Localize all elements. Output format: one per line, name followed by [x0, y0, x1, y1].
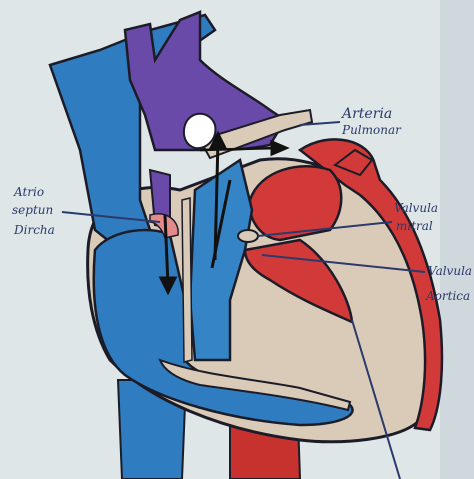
mitral-valve-ring [238, 230, 258, 242]
label-atrio-septum-1: Atrio [13, 185, 44, 199]
valve-opening [184, 114, 216, 149]
label-valvula-aortica-2: Aortica [425, 289, 470, 303]
label-atrio-septum-3: Dircha [13, 223, 55, 237]
interatrial-septum [182, 198, 192, 362]
paper-edge-shadow [440, 0, 474, 479]
label-valvula-mitral-2: mitral [396, 219, 433, 233]
label-arteria-1: Arteria [340, 106, 392, 122]
label-valvula-mitral-1: Valvula [394, 201, 438, 215]
label-arteria-2: Pulmonar [341, 123, 402, 137]
label-valvula-aortica-1: Valvula [428, 264, 472, 278]
label-atrio-septum-2: septun [12, 203, 53, 217]
